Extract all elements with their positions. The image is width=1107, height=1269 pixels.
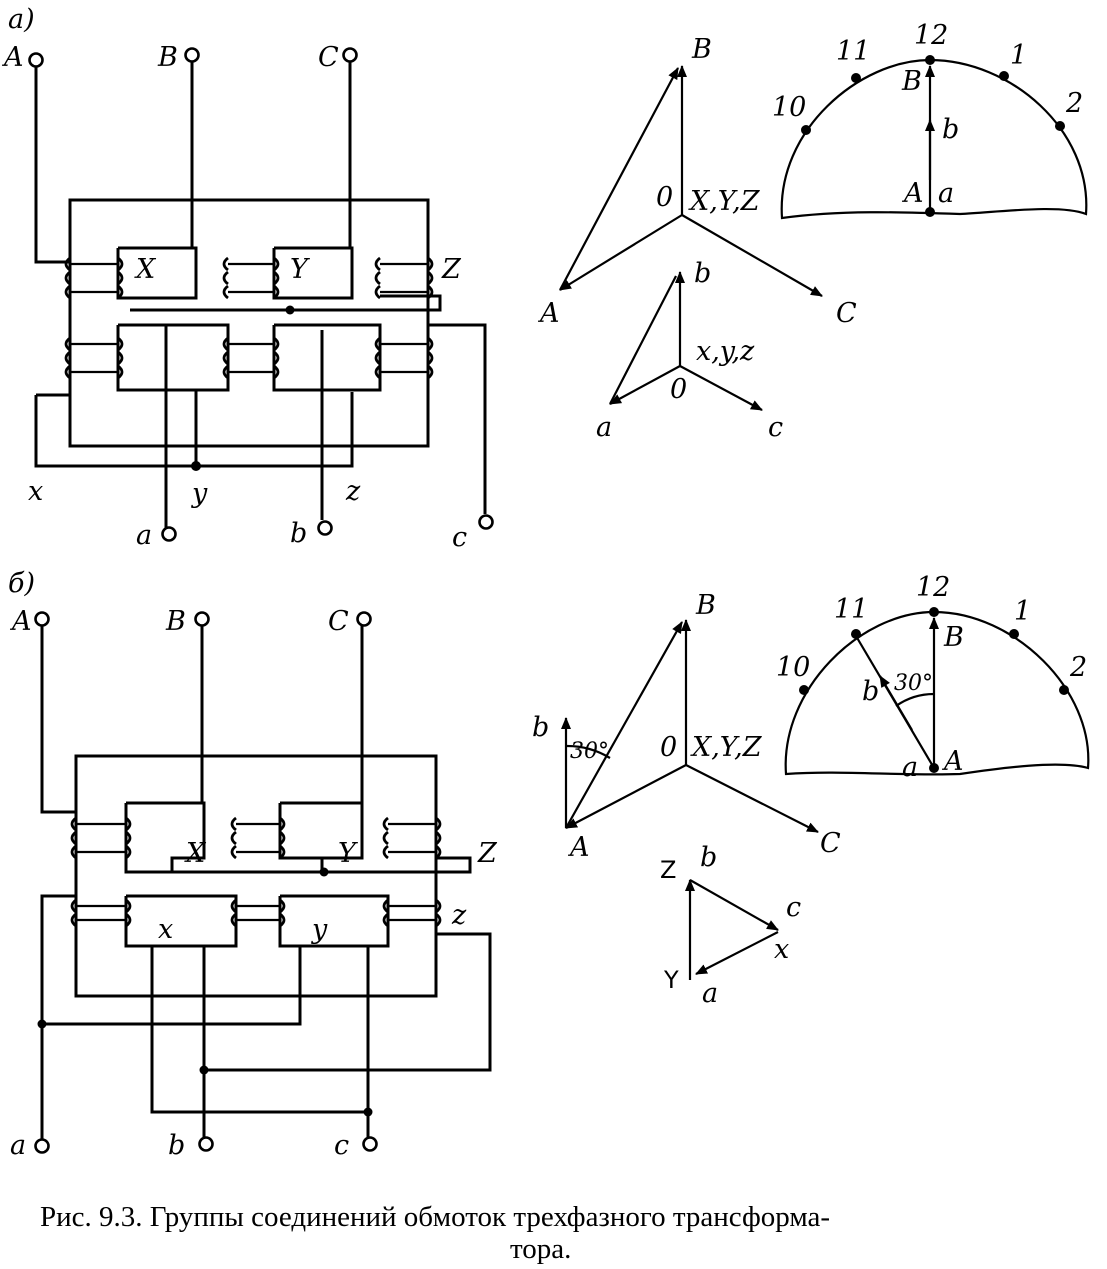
- tri-c: c: [786, 892, 801, 923]
- panel-a-wiring: а): [1, 4, 494, 553]
- clock-b-11: 11: [834, 594, 868, 625]
- phasor-a-b: b: [694, 258, 711, 289]
- caption-line-1: Рис. 9.3. Группы соединений обмоток трех…: [40, 1201, 830, 1233]
- clock-b-b: b: [862, 676, 879, 707]
- lead-b-a: [40, 894, 76, 1140]
- phasor-a-a: a: [596, 412, 612, 443]
- end-a-x: x: [28, 476, 43, 507]
- neutral-a-hv: [130, 294, 442, 312]
- clock-a-11: 11: [836, 36, 870, 67]
- panel-a-clock: 12 11 1 10 2 B b A a: [772, 20, 1088, 220]
- term-a-B: B: [157, 42, 178, 73]
- term-a-b: b: [290, 518, 307, 549]
- phasor-a-B: B: [691, 34, 712, 65]
- clock-a-1: 1: [1010, 40, 1027, 71]
- panel-a-phasor: B A C 0 X,Y,Z b a c 0 x,y,z: [537, 34, 857, 443]
- phasor-a-0: 0: [656, 182, 673, 213]
- end-b-z: z: [451, 900, 467, 931]
- leg-a1-lower: [116, 323, 230, 392]
- panel-b-tag: б): [8, 568, 35, 599]
- clock-a-12: 12: [914, 20, 948, 51]
- tri-Y: Y: [663, 966, 679, 994]
- phasor-b-C: C: [820, 828, 841, 859]
- term-b-a: a: [10, 1130, 26, 1161]
- clock-a-2: 2: [1065, 88, 1083, 119]
- end-b-x: x: [158, 914, 173, 945]
- leg-a1-upper: [116, 246, 198, 300]
- clock-a-10: 10: [772, 92, 806, 123]
- core-a-outer: [68, 198, 430, 448]
- phasor-a-A: A: [537, 298, 560, 329]
- end-a-Z: Z: [441, 254, 462, 285]
- clock-b-2: 2: [1069, 652, 1087, 683]
- end-a-Y: Y: [290, 254, 310, 285]
- phasor-a-XYZ: X,Y,Z: [688, 186, 761, 217]
- coils-a: [64, 256, 434, 380]
- leg-b1-lower: [124, 894, 238, 948]
- leg-a2-lower: [272, 323, 382, 392]
- end-b-X: X: [184, 838, 207, 869]
- caption-line-2: тора.: [510, 1233, 571, 1265]
- term-b-b: b: [168, 1130, 185, 1161]
- clock-a-A: A: [901, 178, 924, 209]
- term-b-c: c: [334, 1130, 349, 1161]
- phasor-b-XYZ: X,Y,Z: [690, 732, 763, 763]
- panel-b-clock: 12 11 1 10 2 B b 30° A a: [776, 572, 1090, 783]
- end-a-z: z: [345, 476, 361, 507]
- phasor-a-xyz: x,y,z: [696, 336, 755, 367]
- term-a-C: C: [318, 42, 339, 73]
- clock-b-a: a: [902, 752, 918, 783]
- leg-b2-lower: [278, 894, 390, 948]
- tri-b: b: [700, 842, 717, 873]
- phasor-b-0: 0: [660, 732, 677, 763]
- clock-b-A: A: [941, 746, 964, 777]
- phasor-a-lv0: 0: [670, 374, 687, 405]
- phasor-a-c: c: [768, 412, 783, 443]
- panel-a-tag: а): [8, 4, 35, 35]
- lead-a-A: [34, 66, 70, 264]
- clock-b-10: 10: [776, 652, 810, 683]
- end-b-Z: Z: [477, 838, 498, 869]
- phasor-b-shift: b: [532, 712, 549, 743]
- term-b-A: A: [9, 606, 32, 637]
- leg-a2-upper: [272, 246, 354, 300]
- end-b-y: y: [311, 914, 328, 945]
- term-a-a: a: [136, 520, 152, 551]
- leg-b2-upper: [278, 801, 364, 860]
- neutral-a-lv: [34, 392, 354, 468]
- end-a-y: y: [191, 478, 208, 509]
- tri-a: a: [702, 978, 718, 1009]
- clock-a-b: b: [942, 114, 959, 145]
- clock-a-a: a: [938, 178, 954, 209]
- term-a-A: A: [1, 42, 24, 73]
- clock-b-angle: 30°: [894, 671, 933, 696]
- phasor-b-A: A: [567, 832, 590, 863]
- phasor-b-B: B: [695, 590, 716, 621]
- leg-b1-upper: [124, 801, 206, 874]
- phasor-a-C: C: [836, 298, 857, 329]
- phasor-b-angle: 30°: [570, 739, 609, 764]
- clock-b-B: B: [943, 622, 964, 653]
- panel-b-wiring: б): [8, 568, 498, 1161]
- clock-b-1: 1: [1014, 596, 1031, 627]
- panel-b-phasor: B A C 0 X,Y,Z b 30° Z b c x Y a: [532, 590, 841, 1009]
- tri-Z: Z: [660, 856, 676, 884]
- core-b-outer: [74, 754, 438, 998]
- end-b-Y: Y: [338, 838, 358, 869]
- lead-a-c: [428, 323, 487, 514]
- clock-a-B: B: [901, 66, 922, 97]
- term-b-B: B: [165, 606, 186, 637]
- term-a-c: c: [452, 522, 467, 553]
- lead-b-A: [40, 625, 76, 814]
- term-b-C: C: [328, 606, 349, 637]
- clock-b-12: 12: [916, 572, 950, 603]
- coils-b: [70, 816, 442, 928]
- end-a-X: X: [134, 254, 157, 285]
- tri-x: x: [774, 934, 789, 965]
